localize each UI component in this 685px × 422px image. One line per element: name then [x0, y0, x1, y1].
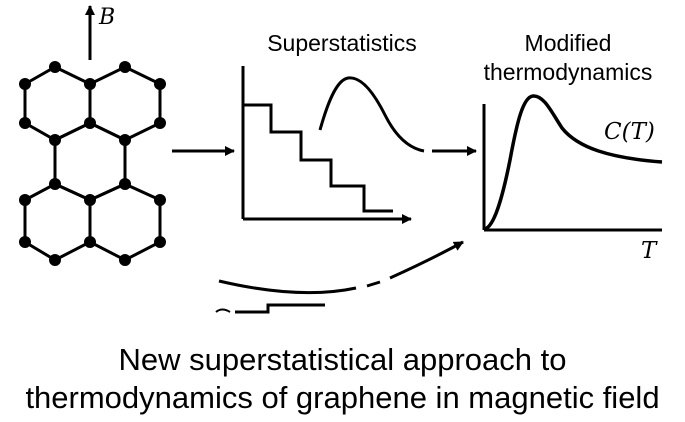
graphene-lattice: [23, 65, 162, 262]
lattice-atoms: [19, 61, 166, 266]
partial-step-shape: [235, 303, 325, 314]
magnetic-field-label: B: [98, 5, 115, 30]
hexagon-bottom-left: [23, 182, 92, 262]
superstatistics-title: Superstatistics: [267, 30, 417, 56]
partial-glyph: [215, 308, 231, 313]
heat-capacity-label: C(T): [604, 119, 655, 145]
staircase-curve: [244, 103, 393, 213]
modified-title-line1: Modified: [525, 30, 612, 56]
modified-title-line2: thermodynamics: [484, 59, 653, 85]
caption-line-1: New superstatistical approach to: [118, 342, 567, 377]
curved-bottom-arrow-tail: [389, 240, 464, 280]
thermodynamics-axes: [482, 104, 662, 232]
distribution-peak-curve: [318, 76, 425, 153]
caption-line-2: thermodynamics of graphene in magnetic f…: [25, 380, 660, 415]
curved-bottom-arrow-dash: [366, 280, 381, 288]
heat-capacity-curve: [484, 94, 663, 231]
curved-bottom-arrow: [218, 279, 357, 295]
temperature-axis-label: T: [641, 238, 658, 264]
superstatistics-axes: [241, 66, 412, 224]
hexagon-bottom-right: [88, 182, 162, 262]
